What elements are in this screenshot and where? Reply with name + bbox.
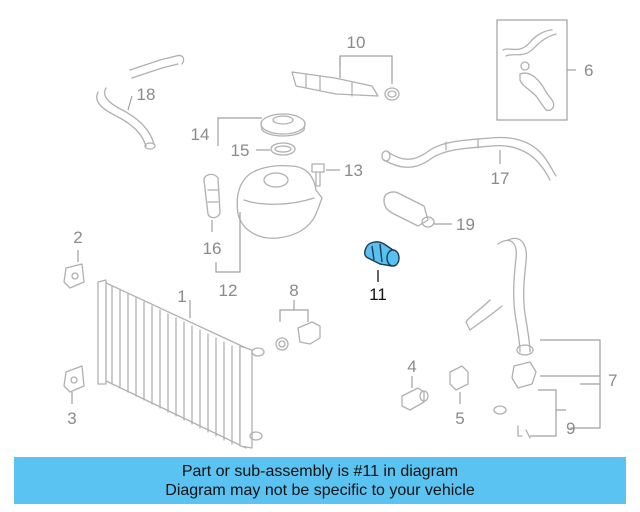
callout-4: 4 xyxy=(407,357,416,376)
callout-12: 12 xyxy=(219,281,238,300)
info-banner: Part or sub-assembly is #11 in diagram D… xyxy=(14,457,626,504)
callout-16: 16 xyxy=(203,239,222,258)
part-8-sensor[interactable] xyxy=(275,300,321,351)
callout-6: 6 xyxy=(584,61,593,80)
callout-11[interactable]: 11 xyxy=(369,285,387,304)
part-15-seal[interactable] xyxy=(256,142,296,156)
banner-line-2: Diagram may not be specific to your vehi… xyxy=(165,481,475,499)
banner-line-1: Part or sub-assembly is #11 in diagram xyxy=(181,462,459,480)
callout-14: 14 xyxy=(191,125,210,144)
callout-7: 7 xyxy=(608,371,617,390)
part-5-sensor[interactable] xyxy=(449,365,469,404)
callout-8: 8 xyxy=(289,281,298,300)
parts-diagram: 1 2 3 4 5 6 7 8 9 10 11 12 13 14 15 16 1… xyxy=(63,19,617,449)
part-1-radiator[interactable] xyxy=(97,279,265,449)
part-10-pipe[interactable] xyxy=(291,55,400,101)
callout-5: 5 xyxy=(455,409,464,428)
callout-19: 19 xyxy=(456,215,475,234)
callout-1: 1 xyxy=(177,287,186,306)
part-14-cap[interactable] xyxy=(217,113,306,146)
callout-17: 17 xyxy=(491,169,510,188)
part-2-bracket[interactable] xyxy=(63,250,85,289)
part-12-reservoir[interactable] xyxy=(215,164,323,273)
part-9-clips[interactable] xyxy=(517,389,566,439)
part-3-bracket[interactable] xyxy=(63,365,85,404)
part-17-hose[interactable] xyxy=(381,136,557,181)
callout-9: 9 xyxy=(566,419,575,438)
part-4-sensor[interactable] xyxy=(401,376,429,411)
part-11-connector[interactable] xyxy=(363,241,400,282)
part-13-bolt[interactable] xyxy=(311,163,340,187)
part-16-bracket[interactable] xyxy=(203,173,221,232)
callout-2: 2 xyxy=(73,228,82,247)
part-18-hose[interactable] xyxy=(96,54,185,150)
callout-3: 3 xyxy=(67,409,76,428)
part-19-sensor[interactable] xyxy=(383,191,452,228)
callout-15: 15 xyxy=(231,141,250,160)
callout-18: 18 xyxy=(137,85,156,104)
callout-10: 10 xyxy=(347,33,366,52)
callout-13: 13 xyxy=(344,161,363,180)
part-7-hose-assembly[interactable] xyxy=(465,237,601,429)
part-6-assembly[interactable] xyxy=(496,19,576,121)
